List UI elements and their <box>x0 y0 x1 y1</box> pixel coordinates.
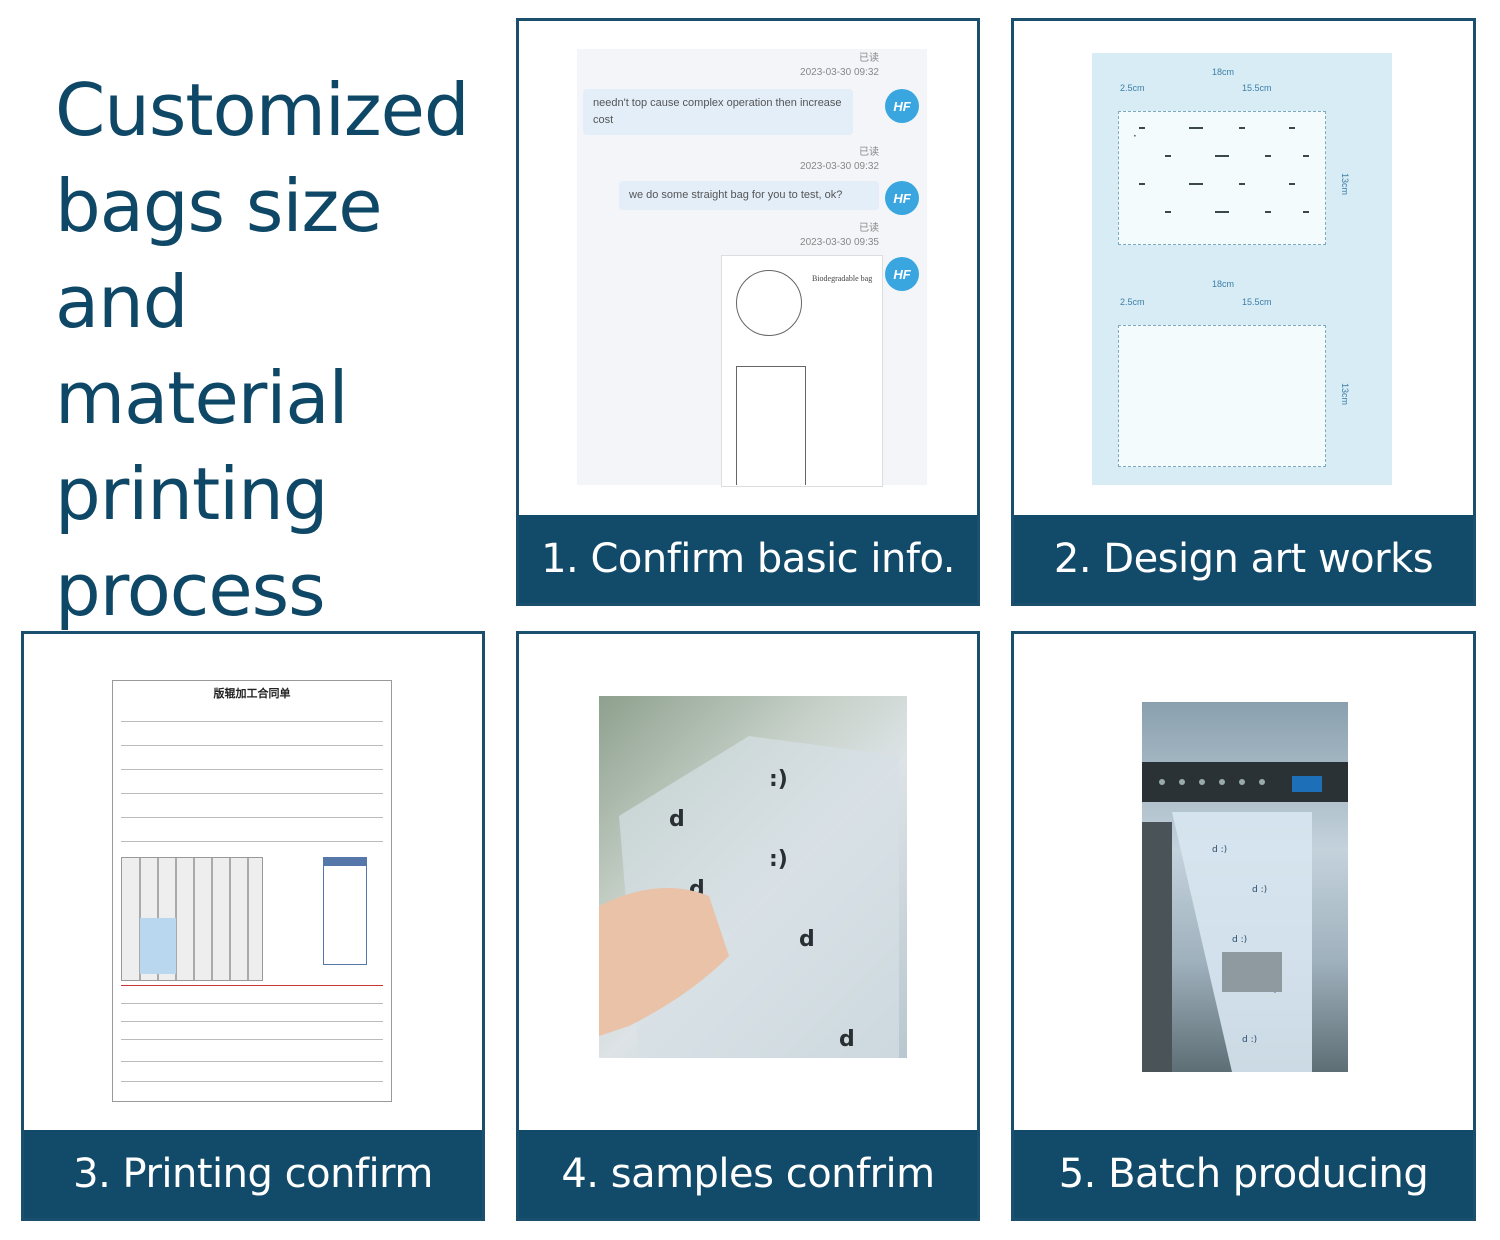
headline-line-5: process <box>55 548 326 632</box>
pattern-icon: · <box>1133 127 1309 213</box>
drawing-label: Biodegradable bag <box>812 274 873 283</box>
step-card-5: d :)d :) d :)d :)d :) 5. Batch producing <box>1011 631 1476 1221</box>
svg-text:d: d <box>839 1027 855 1052</box>
margin-label: 2.5cm <box>1120 83 1145 93</box>
width-label: 18cm <box>1212 279 1235 289</box>
headline-line-4: printing <box>55 452 329 536</box>
svg-text:d: d <box>669 807 685 832</box>
svg-text:d :): d :) <box>1232 935 1247 945</box>
margin-label: 2.5cm <box>1120 297 1145 307</box>
avatar: HF <box>885 181 919 215</box>
svg-text::): :) <box>769 767 788 792</box>
sample-bag-image: d :) d :) :) d d <box>599 736 899 1058</box>
bag-drawing: Biodegradable bag <box>721 255 883 487</box>
avatar: HF <box>885 89 919 123</box>
info-panel <box>323 857 367 965</box>
contract-form: 版辊加工合同单 <box>112 680 392 1102</box>
headline: Customized bags size and material printi… <box>55 62 495 638</box>
chat-screenshot: 已读 2023-03-30 09:32 needn't top cause co… <box>577 49 927 487</box>
step-caption: 3. Printing confirm <box>24 1130 482 1218</box>
step-card-4: d :) d :) :) d d 4. samples confrim <box>516 631 980 1221</box>
design-artwork: 18cm 2.5cm 15.5cm · 13cm 18cm 2.5cm 15.5… <box>1092 53 1392 485</box>
step-caption: 2. Design art works <box>1014 515 1473 603</box>
step-caption: 4. samples confrim <box>519 1130 977 1218</box>
height-label: 13cm <box>1340 383 1350 406</box>
svg-text:d :): d :) <box>1212 845 1227 855</box>
chat-message: needn't top cause complex operation then… <box>583 89 853 135</box>
message-time: 2023-03-30 09:32 <box>800 67 879 78</box>
headline-line-2: bags size <box>55 164 383 248</box>
bag-outline <box>736 366 806 485</box>
layout-preview <box>121 857 263 981</box>
sample-bag-photo: d :) d :) :) d d <box>599 696 907 1058</box>
headline-line-1: Customized <box>55 68 470 152</box>
headline-line-3: and material <box>55 260 349 440</box>
machine-image: d :)d :) d :)d :)d :) <box>1142 762 1348 1072</box>
avatar: HF <box>885 257 919 291</box>
step-caption: 5. Batch producing <box>1014 1130 1473 1218</box>
form-title: 版辊加工合同单 <box>213 687 291 700</box>
read-label: 已读 <box>859 53 879 64</box>
svg-text:d :): d :) <box>1252 885 1267 895</box>
inner-width-label: 15.5cm <box>1242 297 1272 307</box>
artwork-sheet-blank <box>1118 325 1326 467</box>
step-caption: 1. Confirm basic info. <box>519 515 977 603</box>
step-card-2: 18cm 2.5cm 15.5cm · 13cm 18cm 2.5cm 15.5… <box>1011 18 1476 606</box>
artwork-sheet-printed: · <box>1118 111 1326 245</box>
svg-text::): :) <box>769 847 788 872</box>
step-card-1: 已读 2023-03-30 09:32 needn't top cause co… <box>516 18 980 606</box>
read-label: 已读 <box>859 147 879 158</box>
width-label: 18cm <box>1212 67 1235 77</box>
svg-text:·: · <box>1133 129 1137 143</box>
read-label: 已读 <box>859 223 879 234</box>
production-photo: d :)d :) d :)d :)d :) <box>1142 702 1348 1072</box>
chat-message: we do some straight bag for you to test,… <box>619 181 879 210</box>
message-time: 2023-03-30 09:35 <box>800 237 879 248</box>
inner-width-label: 15.5cm <box>1242 83 1272 93</box>
height-label: 13cm <box>1340 173 1350 196</box>
step-card-3: 版辊加工合同单 3. Printing confirm <box>21 631 485 1221</box>
svg-text:d :): d :) <box>1242 1035 1257 1045</box>
circle-shape <box>736 270 802 336</box>
message-time: 2023-03-30 09:32 <box>800 161 879 172</box>
svg-text:d: d <box>799 927 815 952</box>
